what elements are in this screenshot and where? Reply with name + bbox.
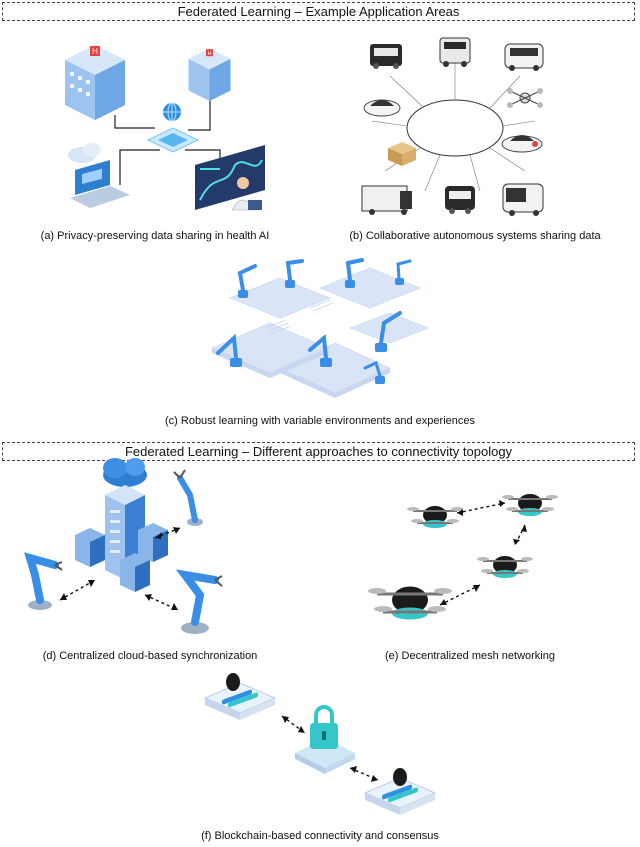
hospital-icon: H — [188, 48, 231, 101]
robot-vehicle-icon — [445, 186, 475, 214]
panel-c-robot-environments — [211, 258, 429, 398]
panel-e-mesh — [366, 493, 559, 621]
cloud-icon — [68, 143, 101, 163]
section-header-text: Federated Learning – Different approache… — [124, 444, 513, 459]
drone-icon — [366, 585, 454, 621]
server-icon — [120, 553, 150, 592]
caption-d: (d) Centralized cloud-based synchronizat… — [42, 650, 258, 662]
caption-e: (e) Decentralized mesh networking — [385, 650, 555, 662]
panel-b-autonomous-systems — [361, 37, 544, 216]
robot-arm-icon — [24, 552, 63, 610]
panel-a-health-ai: H H — [65, 45, 265, 211]
doctor-icon — [231, 177, 262, 211]
drone-icon — [501, 493, 559, 517]
server-icon — [75, 528, 105, 567]
dashboard-icon — [195, 145, 265, 210]
svg-text:H: H — [92, 47, 98, 56]
drone-icon — [476, 555, 534, 579]
globe-icon — [163, 102, 181, 122]
robot-arm-icon — [216, 333, 242, 367]
robot-arm-icon — [173, 469, 203, 526]
package-icon — [388, 142, 416, 166]
caption-b: (b) Collaborative autonomous systems sha… — [349, 230, 601, 242]
robot-arm-icon — [395, 259, 412, 285]
svg-text:H: H — [207, 51, 211, 57]
drone-icon — [507, 88, 543, 108]
robot-arm-icon — [345, 258, 364, 288]
car-icon — [501, 135, 543, 153]
robot-arm-icon — [237, 264, 257, 298]
truck-icon — [361, 185, 412, 215]
chip-icon — [146, 127, 200, 153]
section-header-text: Federated Learning – Example Application… — [177, 4, 460, 19]
caption-f: (f) Blockchain-based connectivity and co… — [201, 830, 439, 842]
robot-arm-icon — [308, 333, 332, 367]
robot-arm-icon — [175, 569, 223, 634]
car-icon — [363, 99, 401, 117]
node-icon — [203, 673, 277, 720]
robot-vehicle-icon — [439, 37, 471, 67]
robot-arm-icon — [363, 360, 385, 384]
cloud-icon — [103, 458, 147, 487]
robot-arm-icon — [375, 311, 402, 352]
server-icon — [138, 523, 168, 562]
robot-arm-icon — [285, 259, 304, 288]
panel-f-blockchain — [203, 673, 437, 815]
caption-a: (a) Privacy-preserving data sharing in h… — [40, 230, 270, 242]
drone-icon — [406, 505, 464, 529]
truck-icon — [370, 44, 402, 69]
shuttle-icon — [502, 183, 544, 216]
hospital-icon: H — [65, 45, 125, 120]
node-icon — [363, 768, 437, 815]
shuttle-icon — [504, 43, 544, 71]
lock-icon — [295, 705, 355, 774]
laptop-icon — [70, 160, 130, 208]
panel-d-centralized — [24, 458, 223, 634]
section-header-application-areas: Federated Learning – Example Application… — [2, 2, 635, 21]
caption-c: (c) Robust learning with variable enviro… — [165, 415, 475, 427]
section-header-topology: Federated Learning – Different approache… — [2, 442, 635, 461]
